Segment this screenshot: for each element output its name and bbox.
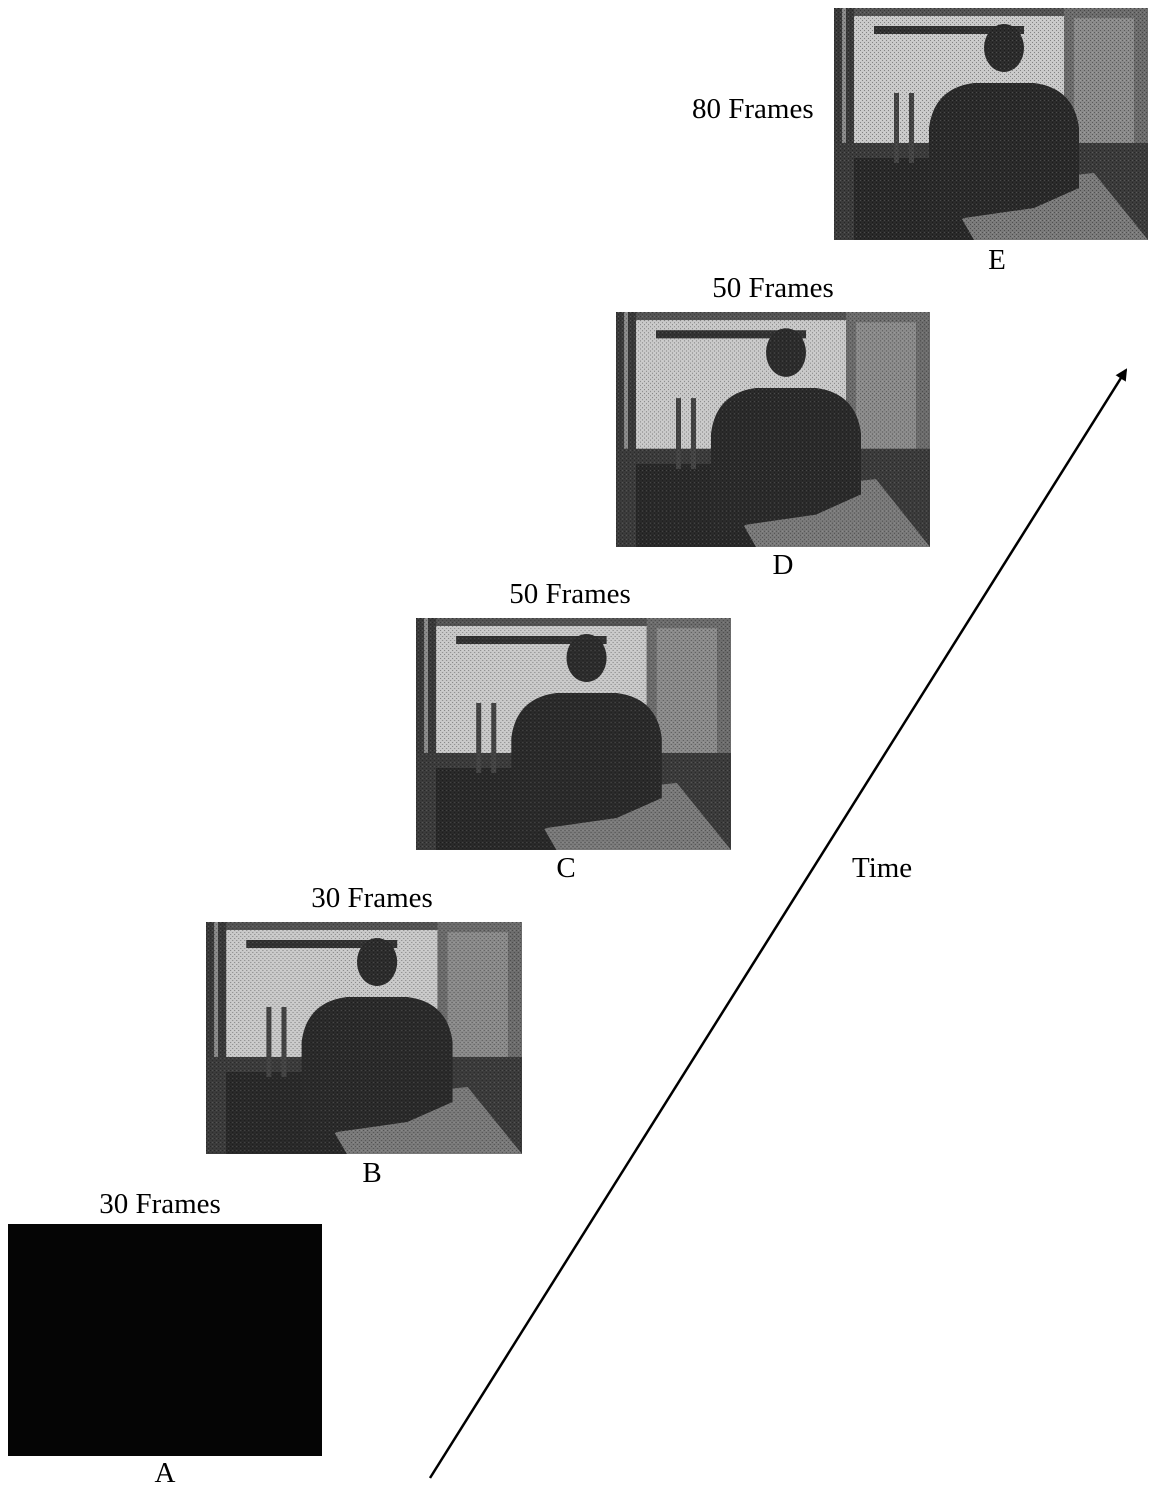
frame-d-label: D [773,549,794,581]
frame-c-duration: 50 Frames [509,578,631,610]
frame-b-image [206,922,522,1154]
frame-d-image [616,312,930,547]
scene-illustration [616,312,930,547]
frame-c-label: C [556,852,575,884]
frame-e-duration: 80 Frames [692,93,814,125]
scene-illustration [206,922,522,1154]
frame-a-image [8,1224,322,1456]
frame-c-image [416,618,731,850]
frame-e-label: E [988,244,1006,276]
frame-d-duration: 50 Frames [712,272,834,304]
frame-a-label: A [155,1457,176,1489]
frame-b-duration: 30 Frames [311,882,433,914]
frame-a-duration: 30 Frames [99,1188,221,1220]
frame-e-image [834,8,1148,240]
frame-b-label: B [362,1157,381,1189]
scene-illustration [416,618,731,850]
time-label: Time [852,852,912,884]
scene-illustration [834,8,1148,240]
